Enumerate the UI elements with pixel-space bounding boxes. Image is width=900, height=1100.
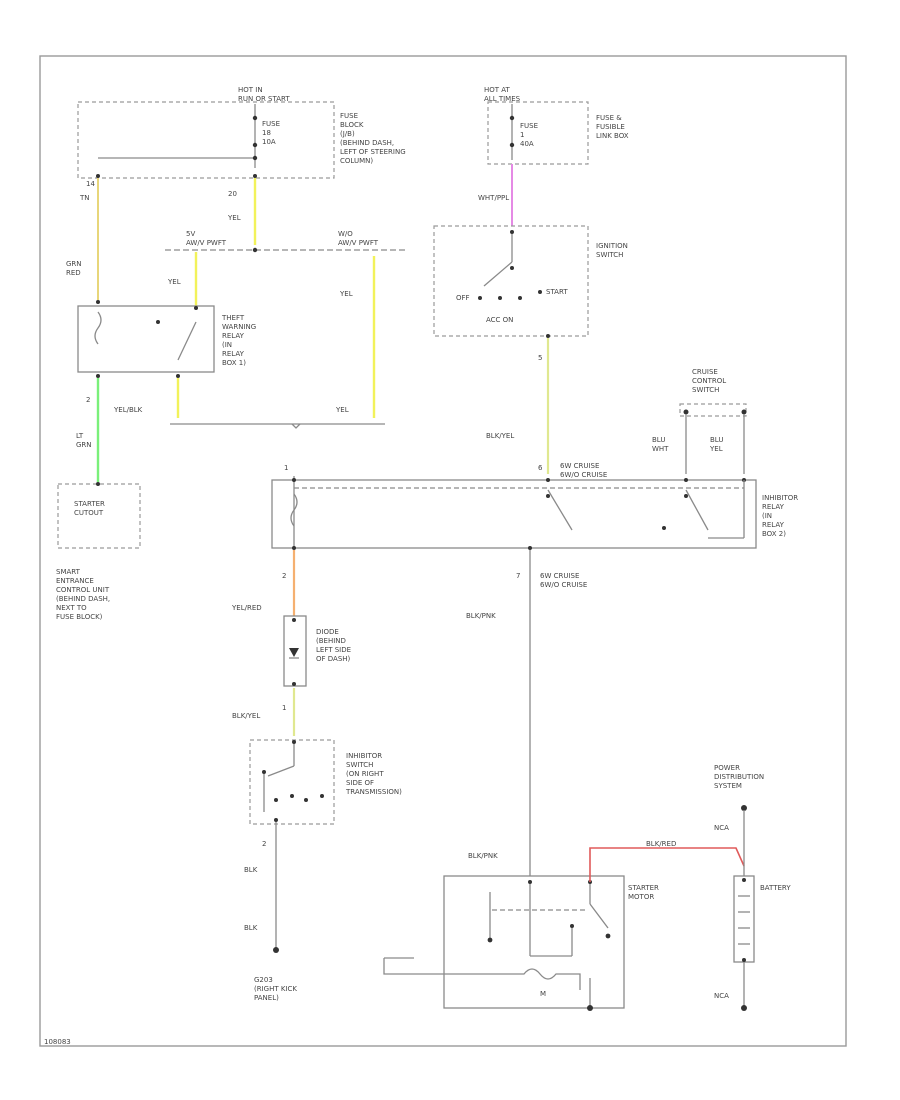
footer-code: 108083 [44,1038,71,1046]
wire-yel-label-4: YEL [335,406,349,414]
wire-yelblk-label: YEL/BLK [113,406,143,414]
starter-motor-m: M [540,990,546,998]
wire-blk-red [589,847,745,882]
wire-yel-label-3: YEL [339,290,353,298]
nca-bottom-label: NCA [714,992,729,1000]
inh-relay-pin-7: 7 [516,572,520,580]
wire-tn-label: TN [79,194,90,202]
wire-blk-yel-diode-label: BLK/YEL [232,712,260,720]
wire-yel-red-label: YEL/RED [231,604,262,612]
inh-relay-pin-1: 1 [284,464,288,472]
wire-yel-label-2: YEL [167,278,181,286]
ign-off-label: OFF [456,294,470,302]
wire-blk-pnk-label-2: BLK/PNK [468,852,498,860]
wire-blk-pnk-label-1: BLK/PNK [466,612,496,620]
wire-blk-label-2: BLK [244,924,258,932]
wire-blk-label-1: BLK [244,866,258,874]
diode-pin-2: 2 [282,572,286,580]
ign-start-label: START [546,288,568,296]
wire-blk-red-label: BLK/RED [646,840,676,848]
inh-relay-pin-6: 6 [538,464,543,472]
fuse-pin-20: 20 [228,190,237,198]
wire-yel-label-1: YEL [227,214,241,222]
wire-blk-yel-ign-label: BLK/YEL [486,432,514,440]
diagram-frame [39,55,847,1047]
pin-2-theft: 2 [86,396,90,404]
battery-label: BATTERY [760,884,791,892]
wire-wht-ppl-label: WHT/PPL [478,194,509,202]
ground-g203 [273,947,279,953]
ign-acc-on-label: ACC ON [486,316,513,324]
fuse-pin-14: 14 [86,180,95,188]
ign-pin-5: 5 [538,354,542,362]
diode-pin-1: 1 [282,704,286,712]
inh-switch-pin-2: 2 [262,840,266,848]
nca-top-label: NCA [714,824,729,832]
